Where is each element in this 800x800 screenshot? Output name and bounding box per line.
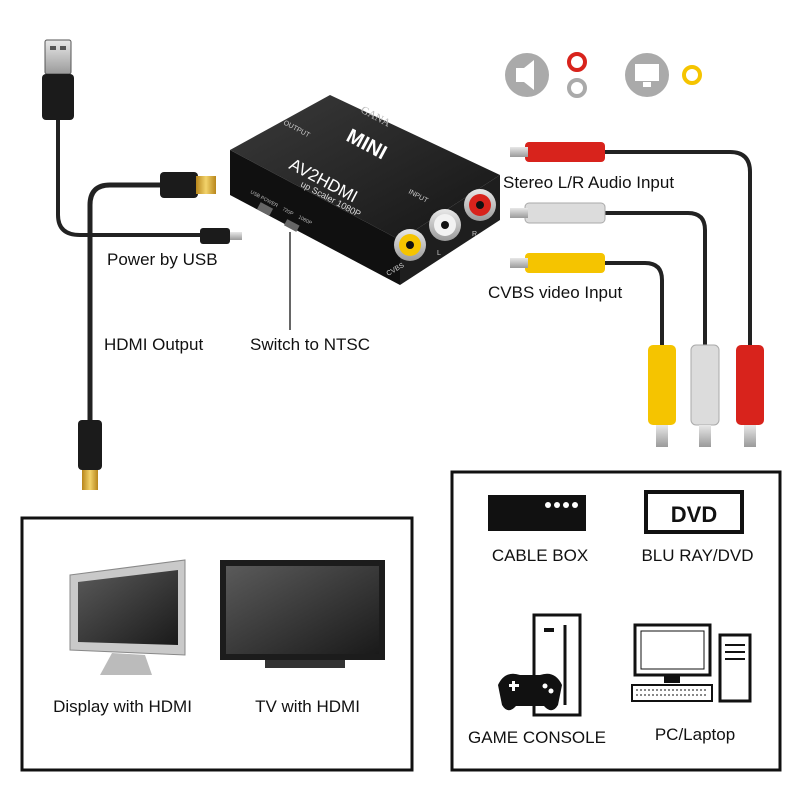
video-rca-dot-icon — [682, 65, 702, 85]
source-label-game-console: GAME CONSOLE — [468, 728, 606, 747]
dvd-badge: DVD — [671, 502, 717, 527]
callout-audio-input: Stereo L/R Audio Input — [503, 173, 675, 192]
av2hdmi-converter: GANA MINI AV2HDMI up Scaler 1080P OUTPUT… — [230, 95, 500, 285]
audio-rca-dots-icon — [567, 52, 587, 98]
hdmi-plug-bottom-icon — [78, 420, 102, 490]
rca-cable-red — [510, 142, 764, 447]
device-jack-r: R — [472, 231, 477, 238]
rca-cable-yellow — [510, 253, 676, 447]
device-jack-l: L — [437, 250, 441, 257]
source-label-dvd: BLU RAY/DVD — [641, 546, 754, 565]
jack-cvbs — [394, 229, 426, 261]
output-label-display: Display with HDMI — [53, 697, 192, 716]
source-label-pc: PC/Laptop — [654, 725, 736, 744]
pc-icon — [631, 623, 752, 703]
callout-video-input: CVBS video Input — [488, 283, 623, 302]
hdmi-cable — [87, 182, 165, 420]
monitor-icon — [69, 559, 186, 675]
device-switch-720: 720P — [281, 206, 295, 217]
usb-cable — [56, 120, 205, 237]
micro-usb-plug-icon — [200, 228, 242, 244]
tv-icon — [220, 560, 385, 668]
rca-cable-white — [510, 202, 720, 447]
usb-plug-icon — [42, 39, 74, 120]
game-console-icon — [498, 613, 582, 717]
output-label-tv: TV with HDMI — [255, 697, 360, 716]
source-label-cable-box: CABLE BOX — [491, 546, 589, 565]
hdmi-plug-top-icon — [160, 172, 216, 198]
speaker-icon — [505, 53, 549, 97]
jack-r — [464, 189, 496, 221]
callout-hdmi-output: HDMI Output — [104, 335, 204, 354]
jack-l — [429, 209, 461, 241]
monitor-small-icon — [625, 53, 669, 97]
callout-switch: Switch to NTSC — [250, 335, 370, 354]
cable-box-icon — [488, 495, 586, 531]
dvd-player-icon: DVD — [644, 490, 744, 534]
callout-power: Power by USB — [107, 250, 218, 269]
